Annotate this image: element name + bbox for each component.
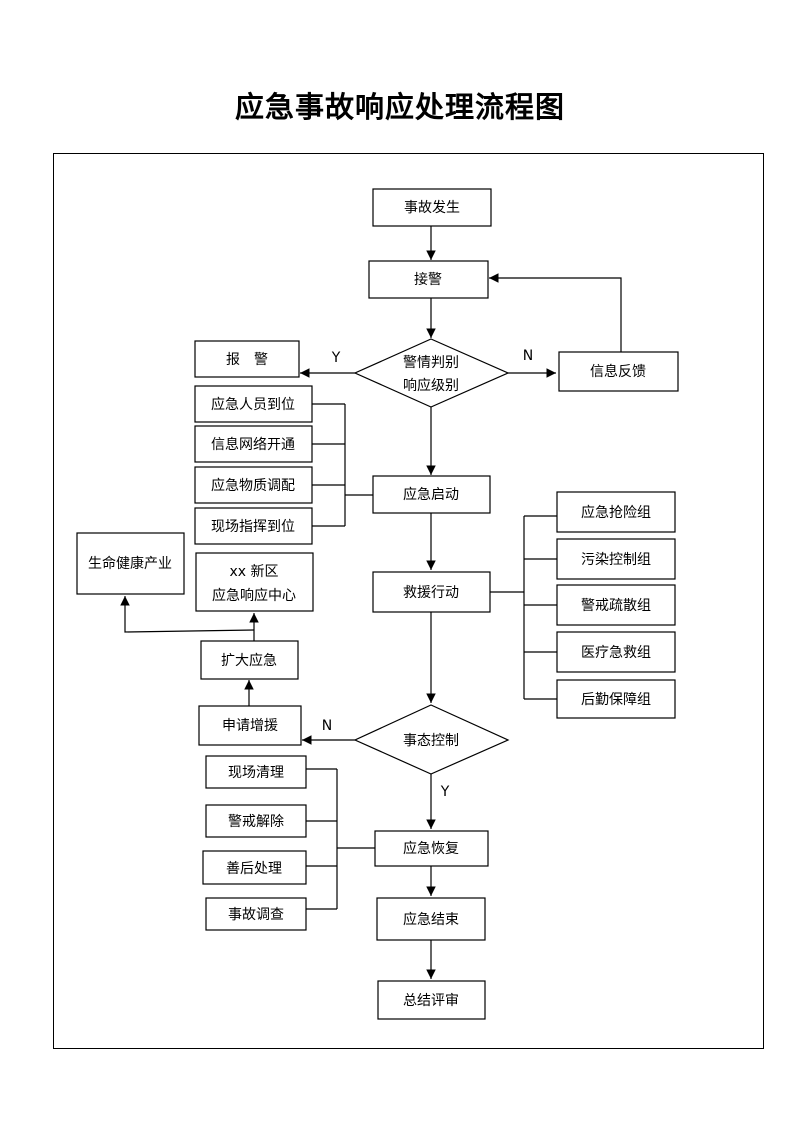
node-health: 生命健康产业 (76, 532, 185, 595)
node-group-rescue-label: 应急抢险组 (581, 504, 651, 521)
node-materials-label: 应急物质调配 (211, 477, 295, 494)
label-judge-yes: Y (331, 350, 341, 366)
node-group-cordon-label: 警戒疏散组 (581, 598, 651, 614)
resources-bracket (312, 403, 373, 527)
node-lift-cordon: 警戒解除 (205, 804, 307, 838)
node-investigate: 事故调查 (205, 897, 307, 931)
node-end-label: 应急结束 (403, 911, 459, 928)
node-cleanup-label: 现场清理 (228, 765, 284, 781)
node-alarm-receive-label: 接警 (414, 271, 442, 288)
node-response-center: xx 新区 应急响应中心 (195, 552, 314, 612)
node-startup-label: 应急启动 (403, 486, 459, 503)
groups-bracket (490, 515, 557, 700)
node-center-line1: xx 新区 (229, 564, 278, 580)
arrow-expand-to-health (120, 596, 255, 633)
node-judge-line1: 警情判别 (403, 355, 459, 371)
node-command: 现场指挥到位 (194, 507, 313, 545)
node-startup: 应急启动 (372, 475, 491, 514)
node-judge-decision: 警情判别 响应级别 (353, 338, 510, 408)
label-control-yes: Y (440, 784, 450, 800)
node-feedback-label: 信息反馈 (590, 363, 646, 380)
node-report: 报 警 (194, 340, 300, 378)
node-request: 申请增援 (198, 705, 302, 746)
node-aftermath: 善后处理 (202, 850, 307, 885)
node-network: 信息网络开通 (194, 425, 313, 463)
node-request-label: 申请增援 (222, 718, 278, 734)
node-review-label: 总结评审 (403, 993, 459, 1009)
node-control-label: 事态控制 (403, 733, 459, 749)
diagram-frame (53, 153, 764, 1049)
node-rescue-label: 救援行动 (403, 585, 459, 601)
node-personnel-label: 应急人员到位 (211, 396, 295, 413)
node-group-medical: 医疗急救组 (556, 631, 676, 673)
page-title: 应急事故响应处理流程图 (234, 90, 565, 124)
node-recovery: 应急恢复 (374, 830, 489, 867)
arrow-feedback-to-alarm (489, 273, 622, 352)
node-group-rescue: 应急抢险组 (556, 491, 676, 533)
node-health-label: 生命健康产业 (88, 555, 172, 572)
node-lift-cordon-label: 警戒解除 (228, 814, 284, 830)
node-feedback: 信息反馈 (558, 351, 679, 392)
node-group-logistics: 后勤保障组 (556, 679, 676, 719)
node-incident: 事故发生 (372, 188, 492, 227)
node-expand-label: 扩大应急 (221, 652, 277, 669)
node-expand: 扩大应急 (200, 640, 299, 680)
node-personnel: 应急人员到位 (194, 385, 313, 423)
node-recovery-label: 应急恢复 (403, 840, 459, 857)
node-group-cordon: 警戒疏散组 (556, 584, 676, 626)
node-end: 应急结束 (376, 897, 486, 941)
node-materials: 应急物质调配 (194, 466, 313, 504)
node-center-line2: 应急响应中心 (212, 587, 296, 604)
node-cleanup: 现场清理 (205, 755, 307, 789)
label-control-no: N (322, 718, 332, 734)
node-group-logistics-label: 后勤保障组 (581, 692, 651, 708)
node-rescue: 救援行动 (372, 571, 491, 613)
node-investigate-label: 事故调查 (228, 907, 284, 923)
node-group-pollution: 污染控制组 (556, 538, 676, 580)
label-judge-no: N (523, 348, 533, 364)
node-network-label: 信息网络开通 (211, 436, 295, 453)
node-group-pollution-label: 污染控制组 (581, 552, 651, 568)
node-control-decision: 事态控制 (353, 704, 510, 775)
connectors (120, 226, 622, 979)
node-review: 总结评审 (377, 980, 486, 1020)
node-aftermath-label: 善后处理 (226, 861, 282, 877)
node-alarm-receive: 接警 (368, 260, 489, 299)
node-command-label: 现场指挥到位 (211, 519, 295, 535)
node-incident-label: 事故发生 (404, 200, 460, 216)
node-judge-line2: 响应级别 (403, 377, 459, 394)
aftermath-bracket (306, 768, 375, 910)
node-report-label: 报 警 (226, 352, 268, 368)
node-group-medical-label: 医疗急救组 (581, 645, 651, 661)
